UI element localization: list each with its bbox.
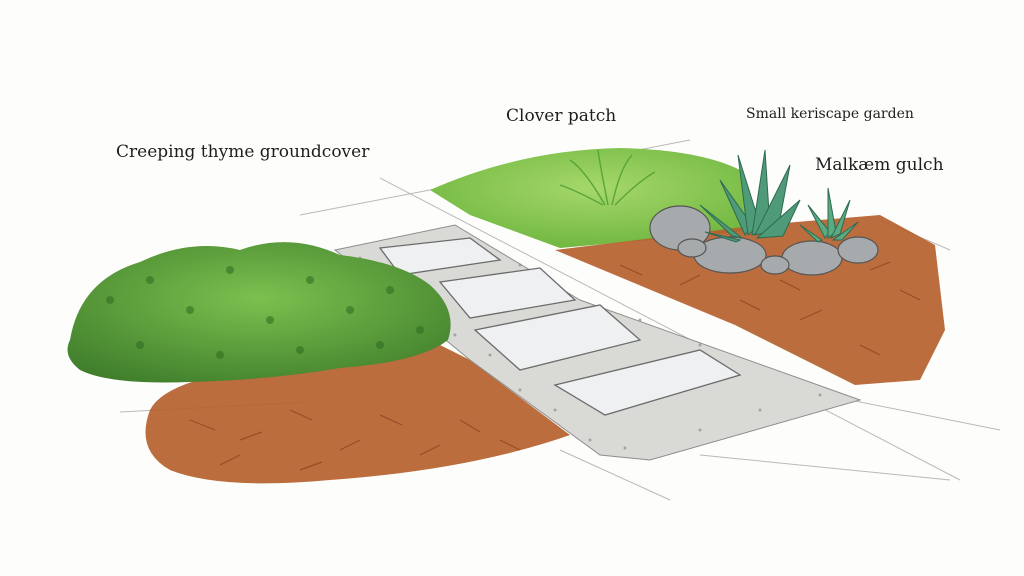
thyme-groundcover bbox=[67, 242, 451, 383]
stepping-stone bbox=[473, 304, 642, 371]
stepping-stones bbox=[378, 237, 742, 416]
rock bbox=[837, 236, 879, 264]
stepping-stone bbox=[553, 349, 742, 416]
clover-patch-label: Clover patch bbox=[506, 106, 617, 126]
clover-tuft bbox=[559, 149, 656, 206]
stepping-stone bbox=[438, 267, 577, 319]
rock bbox=[781, 240, 843, 276]
rock bbox=[760, 255, 790, 275]
mulch-bed-left bbox=[145, 345, 570, 484]
succulent bbox=[699, 149, 801, 243]
rock bbox=[693, 236, 767, 274]
small-succulent bbox=[799, 187, 859, 243]
rock-cluster bbox=[649, 205, 879, 276]
thyme-groundcover-label: Creeping thyme groundcover bbox=[116, 142, 370, 162]
mulch-texture bbox=[189, 261, 921, 471]
thyme-leaves bbox=[106, 266, 424, 359]
xeriscape-garden-label: Small keriscape garden bbox=[746, 106, 914, 122]
stepping-stone bbox=[378, 237, 502, 276]
mulch-label: Malkæm gulch bbox=[815, 155, 944, 175]
rock bbox=[677, 238, 707, 258]
